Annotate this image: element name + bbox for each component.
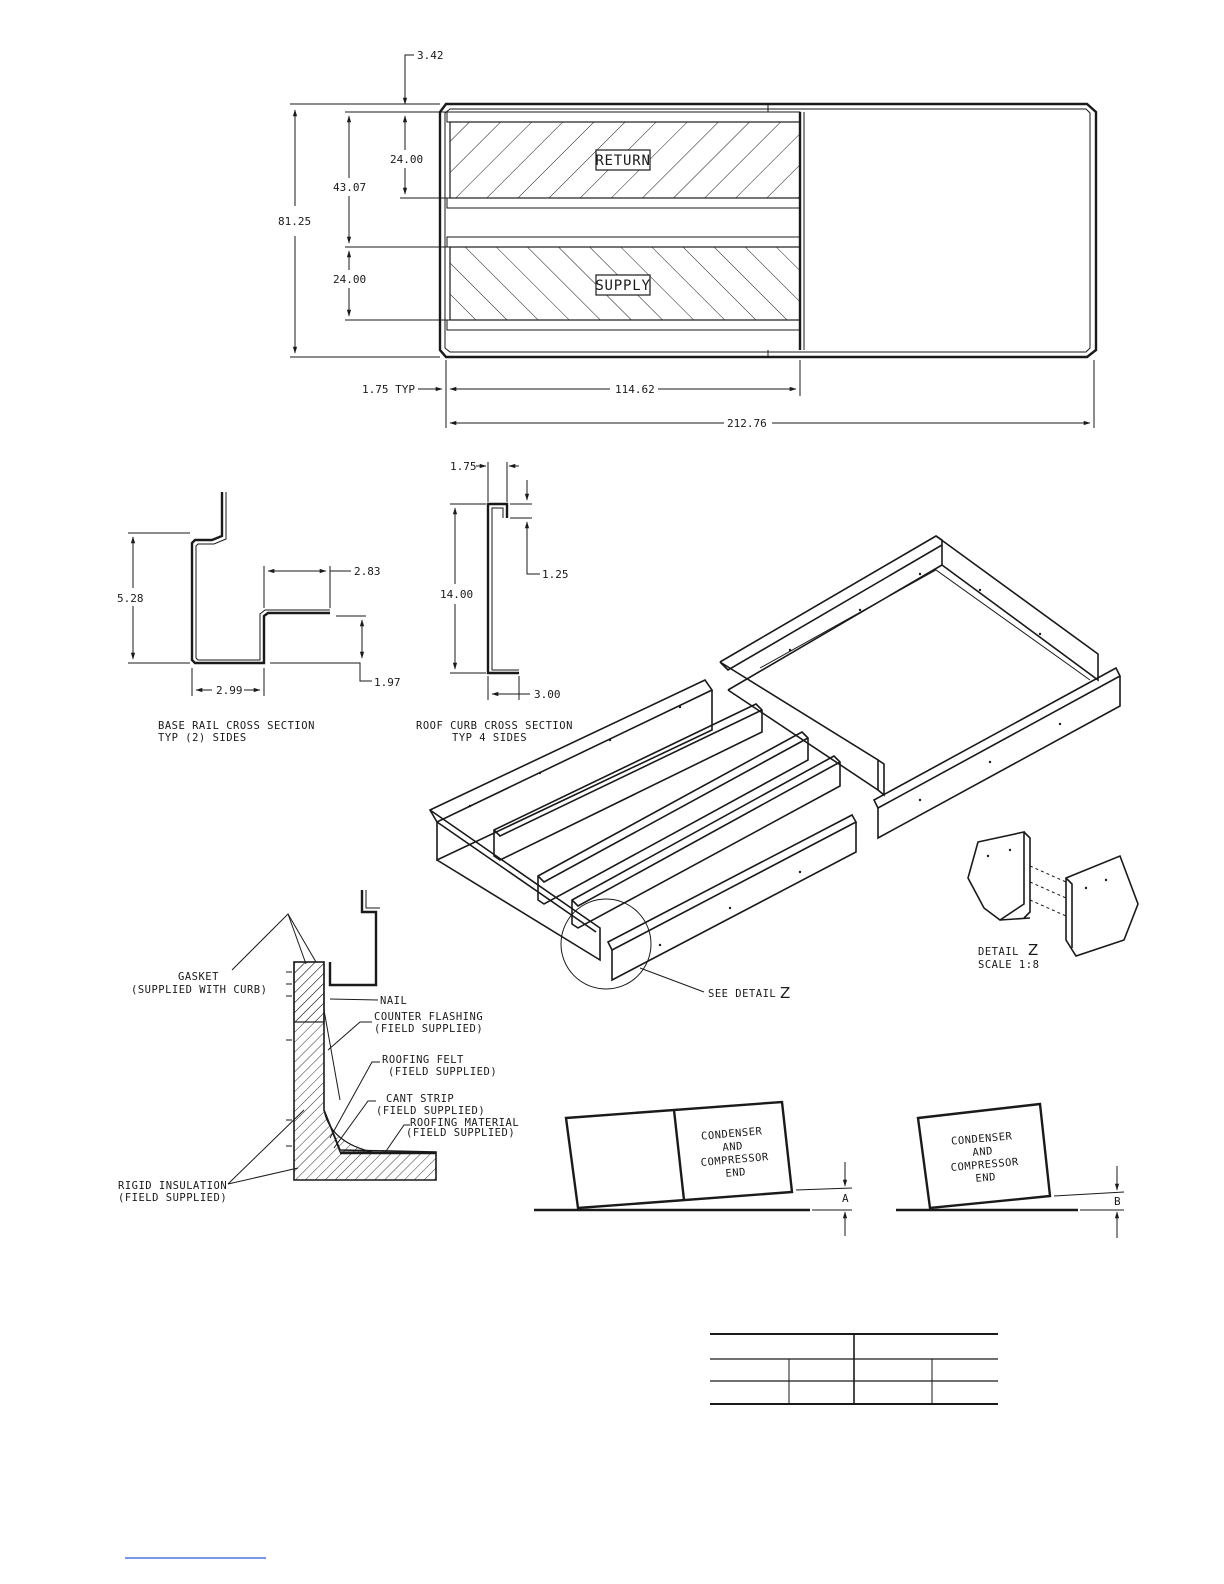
- level-table: [710, 1333, 998, 1405]
- dim-overall-length: 212.76: [727, 417, 767, 430]
- roofing-material-label-2: (FIELD SUPPLIED): [406, 1127, 515, 1139]
- dim-curb-lip: 1.25: [542, 568, 569, 581]
- dim-overall-height: 81.25: [278, 215, 311, 228]
- roof-curb-section: 1.75 1.25 14.00 3.00 ROOF CURB CROSS SEC…: [416, 460, 573, 744]
- counter-flashing-label-2: (FIELD SUPPLIED): [374, 1023, 483, 1035]
- dim-duct-length: 114.62: [615, 383, 655, 396]
- counter-flashing-label-1: COUNTER FLASHING: [374, 1011, 483, 1023]
- unit-b-text-4: END: [975, 1171, 996, 1185]
- unit-a-text-3: COMPRESSOR: [700, 1151, 769, 1169]
- dim-top-offset: 3.42: [417, 49, 444, 62]
- supply-label: SUPPLY: [595, 278, 650, 294]
- return-label: RETURN: [595, 153, 650, 169]
- rigid-insulation-label-1: RIGID INSULATION: [118, 1180, 227, 1192]
- plan-view: RETURN SUPPLY 3.42 81.25 43.07 24.00 24.…: [278, 49, 1098, 430]
- roofing-material-label-1: ROOFING MATERIAL: [410, 1117, 519, 1129]
- dim-base-step: 2.83: [354, 565, 381, 578]
- dim-supply-height: 24.00: [333, 273, 366, 286]
- roofing-felt-label-1: ROOFING FELT: [382, 1054, 464, 1066]
- dim-base-offset: 1.97: [374, 676, 401, 689]
- flashing-detail: GASKET (SUPPLIED WITH CURB) NAIL COUNTER…: [118, 890, 519, 1204]
- dim-curb-base: 3.00: [534, 688, 561, 701]
- detail-z-callout-circle[interactable]: [560, 898, 652, 990]
- detail-z-scale: SCALE 1:8: [978, 959, 1039, 971]
- dim-base-height: 5.28: [117, 592, 144, 605]
- level-diagram-a: A CONDENSER AND COMPRESSOR END: [534, 1100, 853, 1236]
- dim-curb-top: 1.75: [450, 460, 477, 473]
- level-diagram-b: B CONDENSER AND COMPRESSOR END: [896, 1102, 1125, 1238]
- cant-strip-label-1: CANT STRIP: [386, 1093, 454, 1105]
- dim-curb-height: 14.00: [440, 588, 473, 601]
- see-detail-letter: Z: [780, 984, 790, 1002]
- rigid-insulation-label-2: (FIELD SUPPLIED): [118, 1192, 227, 1204]
- dim-edge-typ: 1.75 TYP: [362, 383, 415, 396]
- unit-a-text-2: AND: [722, 1140, 743, 1154]
- base-rail-caption-2: TYP (2) SIDES: [158, 732, 247, 744]
- dim-base-width: 2.99: [216, 684, 243, 697]
- detail-z: DETAIL Z SCALE 1:8: [967, 831, 1139, 971]
- unit-b-text-1: CONDENSER: [951, 1130, 1013, 1147]
- detail-z-letter: Z: [1028, 941, 1038, 959]
- unit-b-text-2: AND: [972, 1145, 993, 1159]
- nail-label: NAIL: [380, 995, 407, 1007]
- cant-strip-label-2: (FIELD SUPPLIED): [376, 1105, 485, 1117]
- roof-curb-caption-2: TYP 4 SIDES: [452, 732, 527, 744]
- dim-duct-span: 43.07: [333, 181, 366, 194]
- roof-curb-caption-1: ROOF CURB CROSS SECTION: [416, 720, 573, 732]
- see-detail-label: SEE DETAIL: [708, 988, 776, 1000]
- gasket-label-1: GASKET: [178, 971, 219, 983]
- base-rail-caption-1: BASE RAIL CROSS SECTION: [158, 720, 315, 732]
- unit-a-text-4: END: [725, 1166, 746, 1180]
- gasket-label-2: (SUPPLIED WITH CURB): [131, 984, 267, 996]
- detail-z-title: DETAIL: [978, 946, 1019, 958]
- isometric-curb: SEE DETAIL Z: [428, 535, 1122, 1002]
- roofing-felt-label-2: (FIELD SUPPLIED): [388, 1066, 497, 1078]
- base-rail-section: 5.28 2.83 1.97 2.99 BASE RAIL CROSS SECT…: [117, 492, 401, 744]
- unit-b-text-3: COMPRESSOR: [950, 1156, 1019, 1174]
- dim-a: A: [842, 1192, 849, 1205]
- unit-a-text-1: CONDENSER: [701, 1125, 763, 1142]
- dim-return-height: 24.00: [390, 153, 423, 166]
- dim-b: B: [1114, 1195, 1121, 1208]
